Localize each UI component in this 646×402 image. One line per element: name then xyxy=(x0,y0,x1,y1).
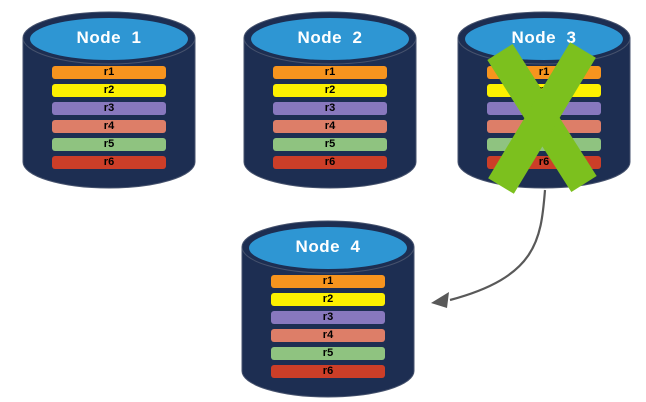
replica-bar-r5: r5 xyxy=(52,138,166,151)
replica-bar-r3: r3 xyxy=(273,102,387,115)
replica-bar-r4: r4 xyxy=(271,329,385,342)
node-2-title: Node 2 xyxy=(297,28,363,47)
replica-bar-r2: r2 xyxy=(271,293,385,306)
replica-bar-r3: r3 xyxy=(52,102,166,115)
node-1-replica-list: r1 r2 r3 r4 r5 r6 xyxy=(52,66,166,174)
node-4-title: Node 4 xyxy=(295,237,361,256)
node-1-cylinder: Node 1 r1 r2 r3 r4 r5 r6 xyxy=(21,8,197,192)
node-3-title: Node 3 xyxy=(511,28,577,47)
replica-bar-r5: r5 xyxy=(271,347,385,360)
cylinder-top-face xyxy=(249,227,407,269)
node-2-cylinder: Node 2 r1 r2 r3 r4 r5 r6 xyxy=(242,8,418,192)
replica-bar-r4: r4 xyxy=(273,120,387,133)
node-4-cylinder: Node 4 r1 r2 r3 r4 r5 r6 xyxy=(240,217,416,401)
replica-bar-r4: r4 xyxy=(52,120,166,133)
replica-bar-r6: r6 xyxy=(273,156,387,169)
replica-bar-r6: r6 xyxy=(271,365,385,378)
replica-bar-r2: r2 xyxy=(273,84,387,97)
replica-bar-r3: r3 xyxy=(271,311,385,324)
failure-x-icon xyxy=(487,42,597,194)
replica-bar-r1: r1 xyxy=(52,66,166,79)
replica-bar-r6: r6 xyxy=(52,156,166,169)
x-stroke-slash xyxy=(488,42,596,194)
node-2-replica-list: r1 r2 r3 r4 r5 r6 xyxy=(273,66,387,174)
replica-bar-r2: r2 xyxy=(52,84,166,97)
node-4-replica-list: r1 r2 r3 r4 r5 r6 xyxy=(271,275,385,383)
node-1-title: Node 1 xyxy=(76,28,142,47)
replica-bar-r5: r5 xyxy=(273,138,387,151)
failover-arrow xyxy=(431,189,547,308)
cylinder-top-face xyxy=(251,18,409,60)
replica-bar-r1: r1 xyxy=(273,66,387,79)
cylinder-top-face xyxy=(30,18,188,60)
arrow-head-icon xyxy=(431,292,449,308)
replica-bar-r1: r1 xyxy=(271,275,385,288)
arrow-curve xyxy=(449,189,547,302)
